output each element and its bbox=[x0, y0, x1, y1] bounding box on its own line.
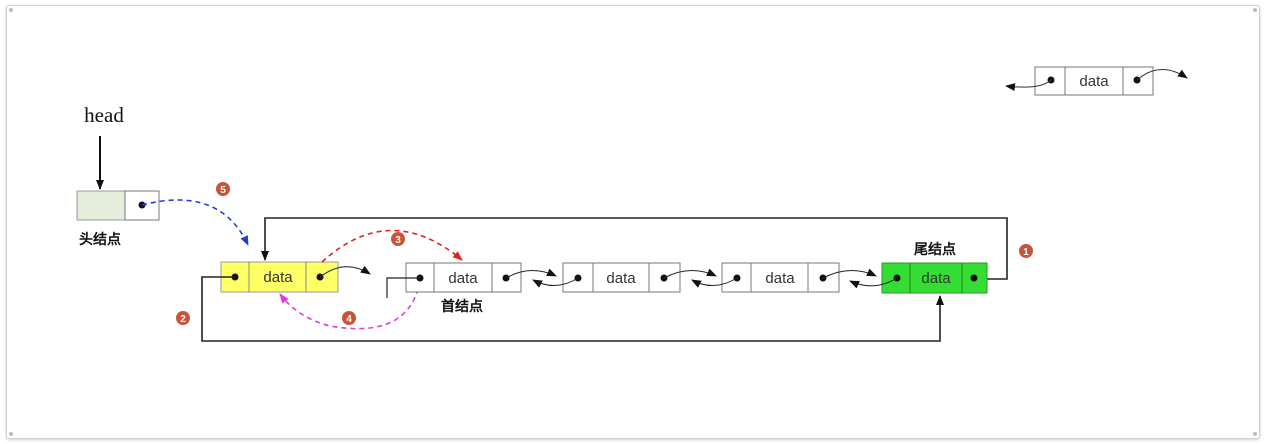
step2-arrow bbox=[201, 276, 944, 342]
new-node: data bbox=[220, 261, 339, 293]
step2-badge-text: 2 bbox=[180, 314, 186, 325]
step1-badge-text: 1 bbox=[1023, 247, 1029, 258]
legend-prev-arrow bbox=[1005, 79, 1052, 92]
first-node-label: 首结点 bbox=[441, 298, 483, 315]
step5-badge bbox=[216, 182, 230, 196]
step1-arrow bbox=[261, 217, 1008, 280]
step4-badge bbox=[342, 311, 356, 325]
frame-corner bbox=[9, 8, 13, 12]
prev-link bbox=[691, 277, 738, 288]
step4-arrow bbox=[279, 279, 421, 330]
head-label: head bbox=[84, 103, 124, 127]
first-node-prev-stub bbox=[386, 277, 420, 298]
prev-link bbox=[532, 277, 579, 288]
list-node-data-label: data bbox=[765, 270, 795, 287]
legend-node-box bbox=[1034, 66, 1154, 96]
prev-link bbox=[849, 277, 898, 289]
legend-data-label: data bbox=[1079, 73, 1109, 90]
list-node-data-label: data bbox=[606, 270, 636, 287]
tail-node-data-label: data bbox=[921, 270, 951, 287]
new-node-next-stub bbox=[319, 265, 371, 278]
first-node: data bbox=[405, 262, 522, 293]
frame-corner bbox=[1253, 8, 1257, 12]
step4-badge-text: 4 bbox=[346, 314, 352, 325]
step5-arrow bbox=[141, 199, 249, 246]
step3-badge-text: 3 bbox=[395, 235, 401, 246]
step2-badge bbox=[176, 311, 190, 325]
list-node: data bbox=[562, 262, 681, 293]
list-node-box bbox=[562, 262, 681, 293]
list-node-box bbox=[721, 262, 840, 293]
step1-badge bbox=[1019, 244, 1033, 258]
new-node-data-label: data bbox=[263, 269, 293, 286]
first-node-data-label: data bbox=[448, 270, 478, 287]
frame-corner bbox=[1253, 432, 1257, 436]
legend-node: data bbox=[1005, 66, 1188, 96]
step3-arrow bbox=[321, 229, 463, 263]
next-link bbox=[663, 268, 717, 279]
tail-node: data bbox=[881, 262, 988, 294]
next-link bbox=[505, 268, 557, 279]
head-node-label: 头结点 bbox=[79, 231, 121, 248]
step5-badge-text: 5 bbox=[220, 185, 226, 196]
list-node: data bbox=[721, 262, 840, 293]
legend-next-arrow bbox=[1136, 69, 1188, 81]
next-link bbox=[822, 268, 877, 279]
head-node bbox=[76, 190, 160, 221]
first-node-box bbox=[405, 262, 522, 293]
frame-corner bbox=[9, 432, 13, 436]
next-pointer-dot bbox=[970, 274, 978, 282]
head-node-data-cell bbox=[76, 190, 126, 221]
step3-badge bbox=[391, 232, 405, 246]
tail-node-label: 尾结点 bbox=[914, 241, 956, 258]
new-node-box bbox=[220, 261, 339, 293]
